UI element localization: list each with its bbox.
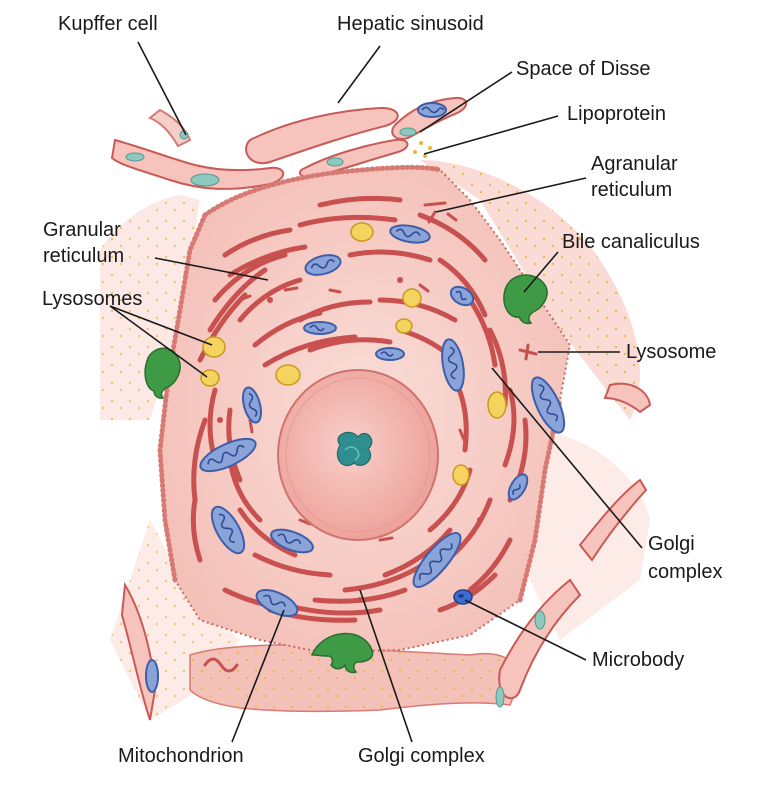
label-kupffer-cell: Kupffer cell xyxy=(58,13,158,35)
mitochondrion-shape xyxy=(270,528,314,554)
label-space-of-disse: Space of Disse xyxy=(516,58,651,80)
mitochondrion-shape xyxy=(210,505,246,555)
lipoprotein-particles xyxy=(413,141,432,158)
lower-neighbour-cell xyxy=(189,644,521,713)
nucleus xyxy=(277,369,439,541)
label-lysosomes: Lysosomes xyxy=(42,288,142,310)
label-agranular-reticulum-1: Agranular xyxy=(591,153,678,175)
label-lipoprotein: Lipoprotein xyxy=(567,103,666,125)
mitochondrion-shape xyxy=(449,285,475,307)
label-granular-reticulum-2: reticulum xyxy=(43,245,124,267)
mitochondrion-shape xyxy=(304,254,342,276)
mitochondria xyxy=(199,224,566,617)
label-microbody: Microbody xyxy=(592,649,684,671)
mitochondrion-shape xyxy=(412,532,462,588)
agranular-reticulum xyxy=(217,201,538,603)
mitochondrion-shape xyxy=(255,589,299,617)
side-sinusoid-segments xyxy=(120,382,652,721)
label-bile-canaliculus: Bile canaliculus xyxy=(562,231,700,253)
mitochondrion-shape xyxy=(199,437,257,473)
mitochondrion-shape xyxy=(375,347,405,361)
label-lysosome: Lysosome xyxy=(626,341,716,363)
label-granular-reticulum-1: Granular xyxy=(43,219,121,241)
mitochondrion-shape xyxy=(530,376,566,434)
leader-lines xyxy=(109,41,643,743)
label-golgi-complex-right-2: complex xyxy=(648,561,722,583)
mitochondrion-shape xyxy=(241,386,263,424)
mitochondrion-shape xyxy=(389,224,431,244)
labels: Kupffer cell Hepatic sinusoid Space of D… xyxy=(42,13,722,767)
label-golgi-complex-bottom: Golgi complex xyxy=(358,745,485,767)
label-agranular-reticulum-2: reticulum xyxy=(591,179,672,201)
hepatic-sinusoid-lining xyxy=(110,96,468,190)
label-mitochondrion: Mitochondrion xyxy=(118,745,244,767)
mitochondrion-shape xyxy=(441,338,465,392)
mitochondrion-shape xyxy=(507,473,529,501)
label-golgi-complex-right-1: Golgi xyxy=(648,533,695,555)
mitochondrion-shape xyxy=(303,321,337,335)
bile-canaliculi xyxy=(144,274,548,674)
lysosomes-shapes xyxy=(200,222,507,486)
label-hepatic-sinusoid: Hepatic sinusoid xyxy=(337,13,484,35)
